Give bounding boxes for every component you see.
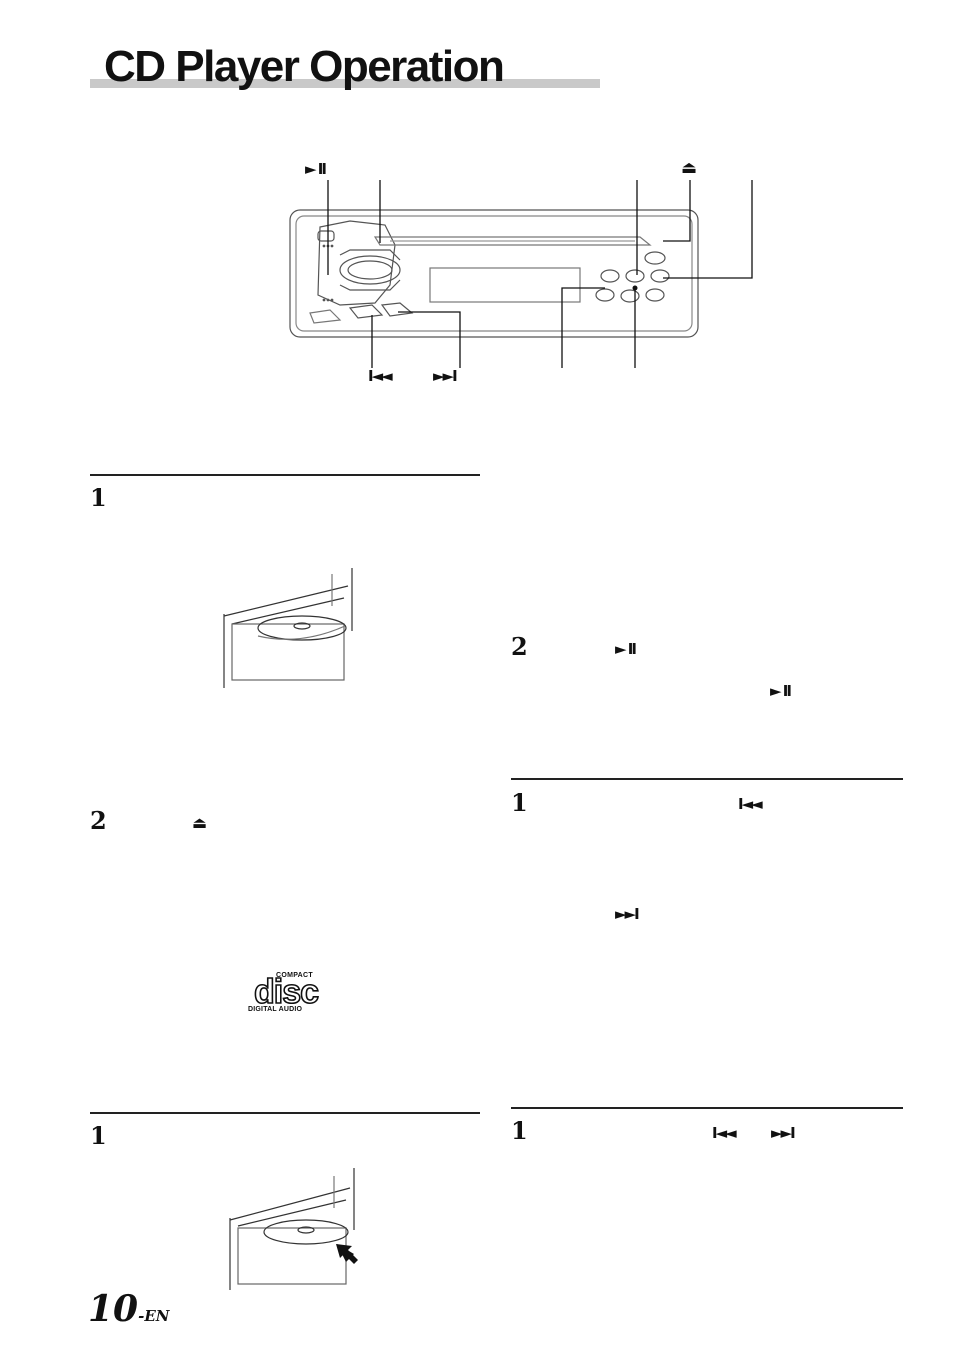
- prev-track-icon: I◄◄: [712, 1124, 737, 1142]
- page-title: CD Player Operation: [104, 42, 505, 91]
- page-number: 10-EN: [88, 1288, 170, 1330]
- title-underline-bar: [90, 79, 600, 88]
- prev-track-label: I◄◄: [368, 367, 393, 385]
- disc-eject-illustration: [229, 1168, 358, 1290]
- step-number: 1: [511, 1116, 528, 1145]
- play-pause-label: ► II: [305, 160, 327, 178]
- section-rule: [511, 778, 903, 780]
- next-track-label: ►►I: [433, 367, 458, 385]
- play-pause-icon: ► II: [615, 640, 637, 658]
- eject-icon: ⏏: [192, 813, 207, 832]
- compact-disc-logo: COMPACT disc DIGITAL AUDIO: [248, 972, 320, 1013]
- eject-label: ⏏: [681, 158, 697, 178]
- step-number: 1: [511, 788, 528, 817]
- step-number: 1: [90, 483, 107, 512]
- section-rule: [90, 474, 480, 476]
- step-number: 1: [90, 1121, 107, 1150]
- step-number: 2: [90, 806, 107, 835]
- next-track-icon: ►►I: [615, 905, 640, 923]
- prev-track-icon: I◄◄: [738, 795, 763, 813]
- play-pause-icon: ► II: [770, 682, 792, 700]
- disc-insert-illustration: [223, 568, 353, 688]
- section-rule: [90, 1112, 480, 1114]
- section-rule: [511, 1107, 903, 1109]
- step-number: 2: [511, 632, 528, 661]
- next-track-icon: ►►I: [771, 1124, 796, 1142]
- head-unit-diagram: [289, 180, 753, 368]
- page-suffix: -EN: [138, 1307, 170, 1325]
